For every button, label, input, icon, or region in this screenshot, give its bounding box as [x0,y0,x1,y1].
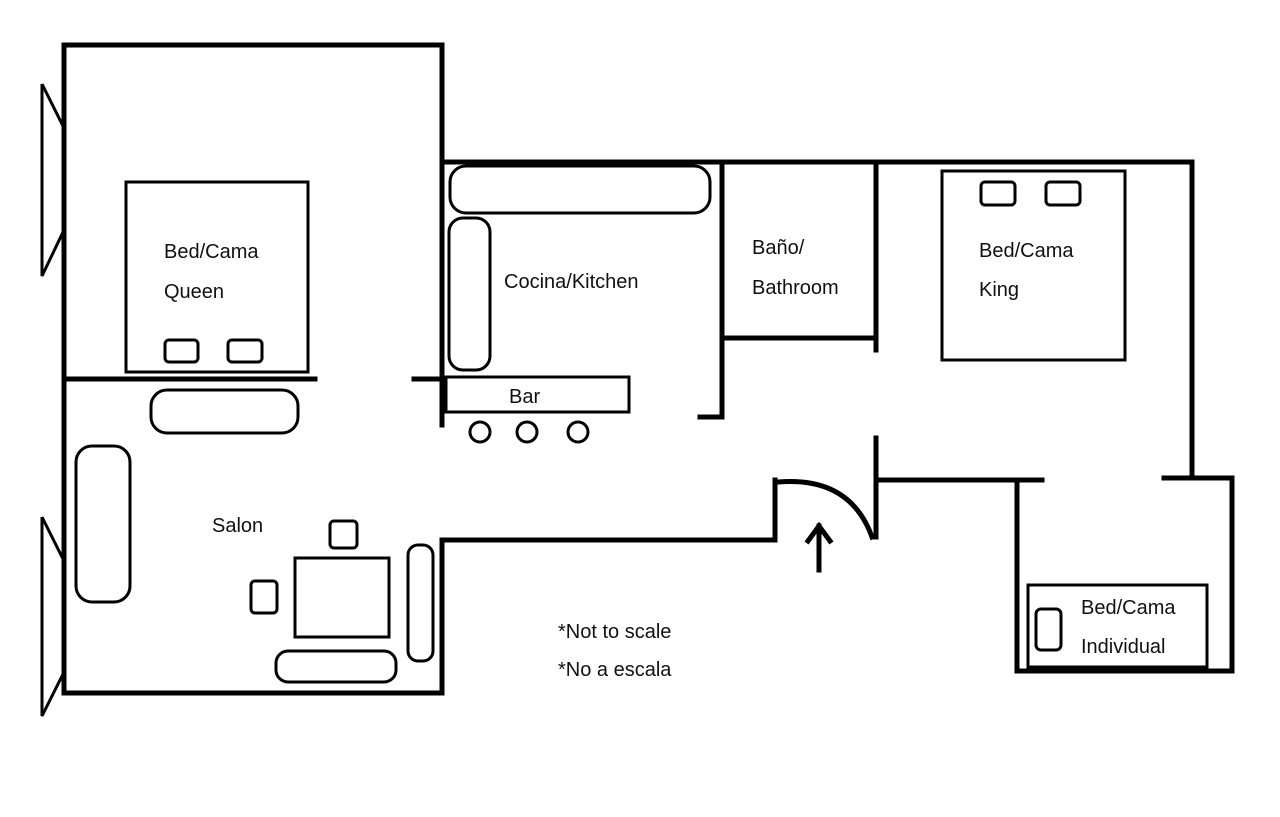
single-bedroom: Bed/Cama Individual [1026,583,1209,669]
queen-bedroom: Bed/Cama Queen [124,180,310,374]
tv-unit [149,388,300,435]
bathroom-label-1: Baño/ [752,237,805,259]
living-room-label: Salon [212,515,263,537]
note-english: *Not to scale [558,621,671,643]
windows [40,83,66,717]
king-pillow-left [979,180,1017,207]
bar-label: Bar [509,386,540,408]
single-bed-label-2: Individual [1081,636,1166,658]
bar-counter [444,375,631,414]
bar-stool [515,420,539,444]
sofa-right [406,543,435,663]
kitchen-label: Cocina/Kitchen [504,271,639,293]
kitchen: Cocina/Kitchen Bar [444,164,712,444]
sofa-left [74,444,132,604]
bathroom: Baño/ Bathroom [752,237,839,299]
entry-arrow-head [804,521,834,545]
entry-door [775,478,876,573]
king-bed [940,169,1127,362]
king-bed-label-2: King [979,279,1019,301]
door-swing [775,478,876,541]
wall-single-room [1014,475,1235,674]
chair-top [328,519,359,550]
sofa-bottom [274,649,398,684]
bathroom-label-2: Bathroom [752,277,839,299]
window-top [40,83,66,277]
walls [61,42,1235,696]
notes: *Not to scale *No a escala [558,621,672,681]
note-spanish: *No a escala [558,659,672,681]
queen-bed-label-2: Queen [164,281,224,303]
kitchen-counter-side [447,216,492,372]
king-bed-label-1: Bed/Cama [979,240,1074,262]
window-bottom [40,516,66,717]
wall-left-block [61,42,445,696]
chair-left [249,579,279,615]
living-room: Salon [74,388,435,684]
single-pillow [1034,607,1063,652]
single-bed-label-1: Bed/Cama [1081,597,1176,619]
bar-stool [566,420,590,444]
bar-stool [468,420,492,444]
king-pillow-right [1044,180,1082,207]
wall-top-right [439,159,1195,477]
king-bedroom: Bed/Cama King [940,169,1127,362]
kitchen-counter-top [448,164,712,215]
queen-bed-label-1: Bed/Cama [164,241,259,263]
queen-pillow-left [163,338,200,364]
coffee-table [293,556,391,639]
queen-bed [124,180,310,374]
queen-pillow-right [226,338,264,364]
